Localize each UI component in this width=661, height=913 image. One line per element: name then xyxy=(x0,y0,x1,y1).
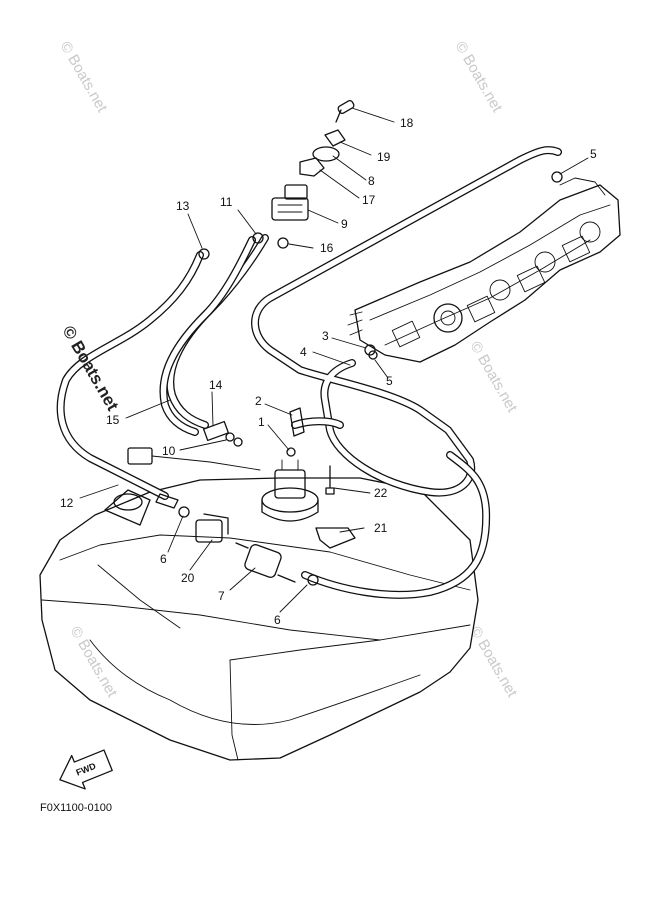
callout-8: 8 xyxy=(368,174,375,188)
callout-9: 9 xyxy=(341,217,348,231)
part-cover xyxy=(312,146,340,162)
callout-10: 10 xyxy=(162,444,176,458)
callout-11: 11 xyxy=(220,195,233,209)
callout-7: 7 xyxy=(218,589,225,603)
part-joint xyxy=(202,420,230,442)
watermark-faint-top-right: © Boats.net xyxy=(452,39,506,116)
callout-19: 19 xyxy=(377,150,391,164)
part-filter-holder xyxy=(195,513,229,543)
callout-12: 12 xyxy=(60,496,74,510)
watermark-faint-top-left: © Boats.net xyxy=(57,39,111,116)
callout-21: 21 xyxy=(374,521,388,535)
part-fuel-pump xyxy=(261,459,319,522)
part-clamp-5-lower xyxy=(368,350,378,360)
part-clamp-11 xyxy=(252,232,264,244)
callout-5-lower: 5 xyxy=(386,374,393,388)
part-wire-connector xyxy=(127,447,261,471)
callout-numbers: 1 2 3 4 5 5 6 6 7 8 9 10 11 12 13 14 15 … xyxy=(60,116,597,627)
callout-6-left: 6 xyxy=(160,552,167,566)
forward-direction-arrow: FWD xyxy=(59,749,113,790)
forward-label: FWD xyxy=(74,761,97,778)
part-clamp-6-right xyxy=(307,574,319,586)
callout-5-upper: 5 xyxy=(590,147,597,161)
part-nut xyxy=(299,157,325,177)
callout-13: 13 xyxy=(176,199,190,213)
part-clamp-16 xyxy=(277,237,289,249)
callout-1: 1 xyxy=(258,415,265,429)
watermark-faint-bottom-left: © Boats.net xyxy=(67,624,121,701)
part-screw xyxy=(335,99,355,123)
watermark-faint-mid-right: © Boats.net xyxy=(467,339,521,416)
part-fitting xyxy=(289,407,305,437)
callout-6-right: 6 xyxy=(274,613,281,627)
part-bracket xyxy=(315,527,356,549)
part-bolt xyxy=(325,465,335,495)
fuel-tank xyxy=(39,477,479,761)
callout-15: 15 xyxy=(106,413,120,427)
part-vent-fitting xyxy=(155,493,179,509)
leader-lines xyxy=(79,107,589,613)
fuel-hoses xyxy=(56,146,562,599)
part-clamp-6-left xyxy=(178,506,190,518)
callout-14: 14 xyxy=(209,378,223,392)
part-clamp-14 xyxy=(225,432,235,442)
fuel-rail-assembly xyxy=(347,177,621,363)
watermark-faint-bottom-right: © Boats.net xyxy=(467,624,521,701)
callout-4: 4 xyxy=(300,345,307,359)
callout-22: 22 xyxy=(374,486,388,500)
part-clamp-13 xyxy=(198,248,210,260)
callout-2: 2 xyxy=(255,394,262,408)
diagram-part-code: F0X1100-0100 xyxy=(40,802,112,814)
part-clamp-5-upper xyxy=(551,171,563,183)
part-pressure-switch xyxy=(271,184,309,221)
part-clamp-10 xyxy=(233,437,243,447)
callout-17: 17 xyxy=(362,193,376,207)
watermark-main: © Boats.net xyxy=(59,323,123,415)
parts xyxy=(127,99,563,586)
part-grommet xyxy=(324,129,346,147)
callout-3: 3 xyxy=(322,329,329,343)
faint-watermarks: © Boats.net © Boats.net © Boats.net © Bo… xyxy=(57,39,521,701)
callout-18: 18 xyxy=(400,116,414,130)
callout-20: 20 xyxy=(181,571,195,585)
part-clamp-3 xyxy=(364,344,376,356)
callout-16: 16 xyxy=(320,241,334,255)
part-fuel-filter xyxy=(235,542,296,583)
part-clamp-1 xyxy=(286,447,296,457)
